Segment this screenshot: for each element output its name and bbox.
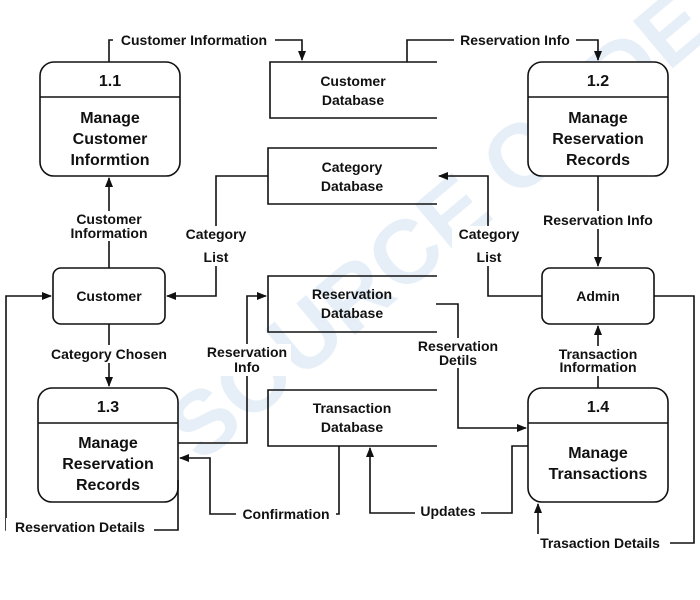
store-category-database-line-1: Category <box>322 159 383 175</box>
process-1-1-title-line-3: Informtion <box>70 152 149 169</box>
store-category-database-line-2: Database <box>321 178 383 194</box>
flow-label-category-chosen: Category Chosen <box>51 346 167 362</box>
store-customer-database[interactable]: Customer Database <box>269 61 437 119</box>
flow-label-reservation-detils-line-1: Reservation <box>418 338 498 354</box>
process-1-1-title-line-2: Customer <box>73 131 148 148</box>
process-1-3-title-line-3: Records <box>76 477 140 494</box>
process-1-4[interactable]: 1.4 Manage Transactions <box>527 387 669 503</box>
store-transaction-database-line-2: Database <box>321 419 383 435</box>
process-1-3-box <box>37 387 179 503</box>
flow-label-bg <box>180 226 252 266</box>
store-transaction-database[interactable]: Transaction Database <box>267 389 437 447</box>
store-reservation-database-line-2: Database <box>321 305 383 321</box>
flow-label-customer-information-up-line-1: Customer <box>76 211 142 227</box>
flow-label-reservation-info-mid-line-2: Info <box>234 359 260 375</box>
flow-label-bg <box>68 211 152 241</box>
flow-label-updates: Updates <box>420 503 475 519</box>
process-1-1-box <box>39 61 181 177</box>
flow-updates[interactable] <box>366 445 528 514</box>
flow-label-bg <box>537 211 659 229</box>
flow-label-bg <box>113 31 275 49</box>
process-1-2-number: 1.2 <box>587 73 609 90</box>
flow-label-bg <box>550 346 646 376</box>
process-1-3-number: 1.3 <box>97 399 119 416</box>
store-reservation-database-outline <box>267 275 437 333</box>
process-1-2-title-line-2: Reservation <box>552 131 644 148</box>
store-customer-database-line-2: Database <box>322 92 384 108</box>
flow-label-bg <box>236 505 336 523</box>
entity-customer[interactable]: Customer <box>52 267 166 325</box>
entity-customer-label: Customer <box>76 288 142 304</box>
store-customer-database-outline <box>269 61 437 119</box>
flow-label-transaction-information-line-1: Transaction <box>559 346 638 362</box>
process-1-3[interactable]: 1.3 Manage Reservation Records <box>37 387 179 503</box>
flow-label-confirmation: Confirmation <box>242 506 329 522</box>
flow-label-customer-information-top: Customer Information <box>121 32 267 48</box>
flow-label-category-list-left-line-2: List <box>204 249 229 265</box>
flow-label-bg <box>454 31 576 49</box>
store-transaction-database-outline <box>267 389 437 447</box>
flow-label-bg <box>411 338 505 368</box>
flow-label-bg <box>6 518 154 536</box>
flow-label-reservation-info-right: Reservation Info <box>543 212 653 228</box>
flow-label-bg <box>43 345 175 363</box>
process-1-3-title-line-2: Reservation <box>62 456 154 473</box>
store-reservation-database-line-1: Reservation <box>312 286 392 302</box>
process-1-4-number: 1.4 <box>587 399 609 416</box>
flow-trasaction-details[interactable] <box>534 295 695 544</box>
entity-admin[interactable]: Admin <box>541 267 655 325</box>
flow-label-category-list-right-line-1: Category <box>459 226 520 242</box>
flow-label-reservation-info-mid-line-1: Reservation <box>207 344 287 360</box>
flow-label-customer-information-up-line-2: Information <box>71 225 148 241</box>
process-1-4-title-line-1: Manage <box>568 445 628 462</box>
process-1-2[interactable]: 1.2 Manage Reservation Records <box>527 61 669 177</box>
store-customer-database-line-1: Customer <box>320 73 386 89</box>
flow-label-category-list-left-line-1: Category <box>186 226 247 242</box>
flow-label-category-list-right-line-2: List <box>477 249 502 265</box>
process-1-1-number: 1.1 <box>99 73 121 90</box>
process-1-2-title-line-1: Manage <box>568 110 628 127</box>
process-1-4-title-line-2: Transactions <box>549 466 648 483</box>
entity-admin-label: Admin <box>576 288 620 304</box>
store-category-database[interactable]: Category Database <box>267 147 437 205</box>
flow-label-bg <box>532 534 670 552</box>
store-reservation-database[interactable]: Reservation Database <box>267 275 437 333</box>
process-1-3-title-line-1: Manage <box>78 435 138 452</box>
store-transaction-database-line-1: Transaction <box>313 400 392 416</box>
flow-label-reservation-detils-line-2: Detils <box>439 352 477 368</box>
flow-label-bg <box>203 344 291 376</box>
flow-label-bg <box>452 226 526 266</box>
process-1-1[interactable]: 1.1 Manage Customer Informtion <box>39 61 181 177</box>
process-1-2-title-line-3: Records <box>566 152 630 169</box>
flow-label-transaction-information-line-2: Information <box>560 359 637 375</box>
flow-confirmation[interactable] <box>179 446 340 515</box>
flow-label-bg <box>415 502 481 520</box>
process-1-1-title-line-1: Manage <box>80 110 140 127</box>
flow-label-reservation-details-bottom: Reservation Details <box>15 519 145 535</box>
flow-label-reservation-info-top: Reservation Info <box>460 32 570 48</box>
flow-label-trasaction-details: Trasaction Details <box>540 535 660 551</box>
